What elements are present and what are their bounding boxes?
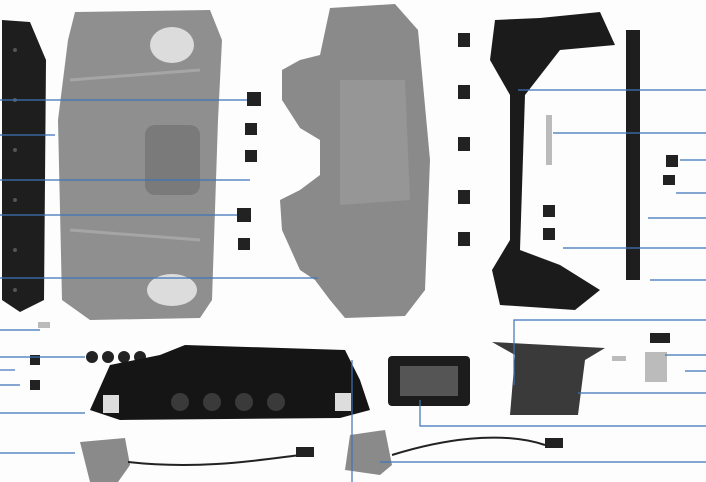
left-black-rail <box>2 20 46 312</box>
black-frame <box>490 12 640 310</box>
leader-lines <box>0 89 706 482</box>
display-module <box>388 342 605 415</box>
leader-line <box>419 400 706 427</box>
cable-connectors <box>80 430 563 482</box>
small-clips <box>30 33 678 390</box>
gray-center-housing <box>280 4 430 318</box>
gray-cover-panel <box>58 10 222 320</box>
leader-line <box>513 319 706 385</box>
circuit-board <box>90 345 370 420</box>
